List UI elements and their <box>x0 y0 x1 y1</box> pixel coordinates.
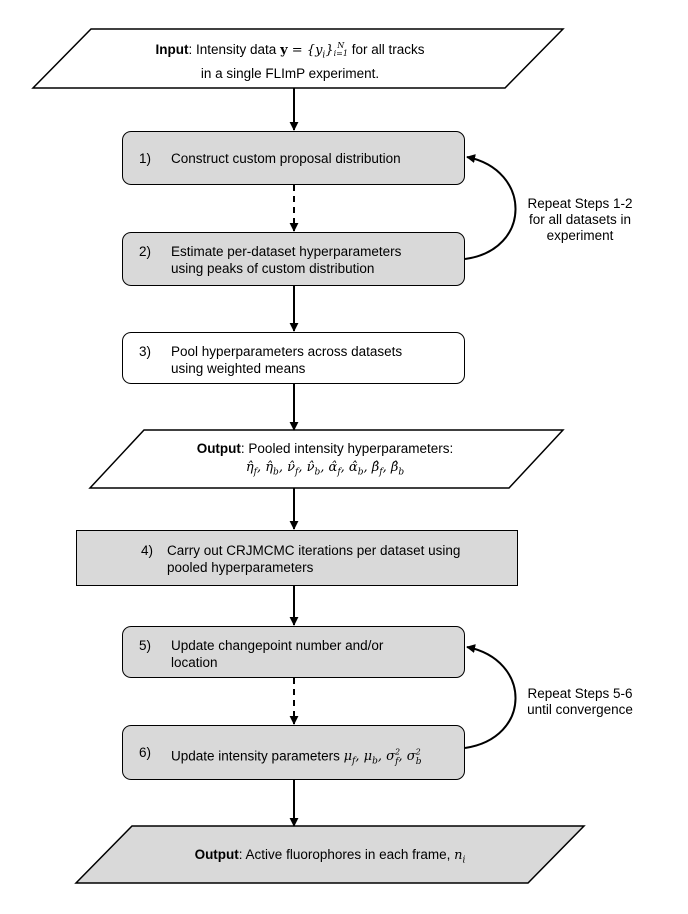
step-4-text-line2: pooled hyperparameters <box>167 560 314 575</box>
input-text-line2: in a single FLImP experiment. <box>200 65 380 81</box>
repeat-steps-5-6-note: Repeat Steps 5-6 until convergence <box>527 686 633 717</box>
step-5-number: 5) <box>139 638 152 653</box>
loop-arrow-steps-5-6 <box>464 644 517 749</box>
step-6-box: 6) Update intensity parameters μf, μb, σ… <box>122 725 465 780</box>
final-output-text: Output: Active fluorophores in each fram… <box>194 847 466 866</box>
loop-arrow-steps-1-2 <box>464 154 517 260</box>
step-3-number: 3) <box>139 344 152 359</box>
step-2-text-line1: Estimate per-dataset hyperparameters <box>171 244 402 259</box>
step-5-text-line2: location <box>171 655 218 670</box>
step-1-number: 1) <box>139 151 152 166</box>
step-2-text-line2: using peaks of custom distribution <box>171 261 375 276</box>
pooled-hyperparameters: η̂f, η̂b, ν̂f, ν̂b, α̂f, α̂b, β̂f, β̂b <box>245 460 405 478</box>
step-2-box: 2) Estimate per-dataset hyperparameters … <box>122 232 465 286</box>
step-6-text: Update intensity parameters μf, μb, σ2f,… <box>171 748 422 767</box>
step-1-text: Construct custom proposal distribution <box>171 151 401 166</box>
final-output-variable: ni <box>454 848 466 866</box>
input-label: Input <box>155 42 189 57</box>
step-6-parameters: μf, μb, σ2f, σ2b <box>343 748 422 767</box>
step-1-box: 1) Construct custom proposal distributio… <box>122 131 465 185</box>
pooled-output-text: Output: Pooled intensity hyperparameters… <box>140 440 510 482</box>
repeat-steps-1-2-note: Repeat Steps 1-2 for all datasets in exp… <box>527 196 633 243</box>
step-3-text-line2: using weighted means <box>171 361 306 376</box>
input-parallelogram <box>31 28 565 89</box>
step-3-text-line1: Pool hyperparameters across datasets <box>171 344 403 359</box>
step-5-box: 5) Update changepoint number and/or loca… <box>122 626 465 678</box>
pooled-output-parallelogram <box>88 429 565 489</box>
pooled-output-label: Output <box>196 441 241 456</box>
step-5-text-line1: Update changepoint number and/or <box>171 638 384 653</box>
final-output-parallelogram <box>74 825 586 884</box>
step-4-number: 4) <box>141 543 154 558</box>
step-4-text-line1: Carry out CRJMCMC iterations per dataset… <box>167 543 461 558</box>
step-3-box: 3) Pool hyperparameters across datasets … <box>122 332 465 384</box>
step-4-box: 4) Carry out CRJMCMC iterations per data… <box>76 530 518 586</box>
final-output-label: Output <box>194 847 239 862</box>
step-6-number: 6) <box>139 745 152 760</box>
step-2-number: 2) <box>139 244 152 259</box>
